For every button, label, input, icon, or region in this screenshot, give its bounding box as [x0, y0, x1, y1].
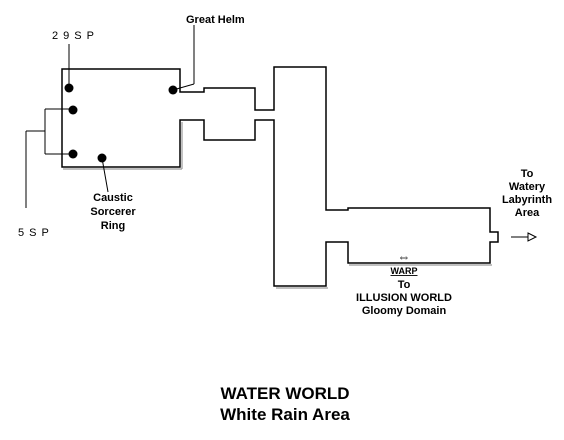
illusion-label-line3: Gloomy Domain — [362, 305, 447, 317]
item-dot-icon — [64, 83, 74, 93]
item-dot-icon — [68, 105, 78, 115]
item-dot-icon — [68, 149, 78, 159]
map-title: WATER WORLD — [220, 384, 349, 403]
watery-label-line4: Area — [515, 207, 540, 219]
map-subtitle: White Rain Area — [220, 405, 350, 424]
exit-arrow-icon — [511, 232, 538, 242]
illusion-label-line2: ILLUSION WORLD — [356, 292, 452, 304]
watery-label-line1: To — [521, 168, 534, 180]
warp-arrow-icon: ⇔ — [398, 249, 411, 264]
sp-5-label: 5SP — [18, 227, 54, 239]
illusion-label-line1: To — [398, 279, 411, 291]
caustic-label-line1: Caustic — [93, 192, 133, 204]
watery-label-line3: Labyrinth — [502, 194, 552, 206]
item-dots — [64, 83, 178, 163]
sp-bracket — [25, 25, 195, 208]
room-outline — [61, 66, 499, 287]
map-outline — [61, 66, 499, 287]
sp-29-label: 29SP — [52, 30, 99, 42]
item-dot-icon — [168, 85, 178, 95]
watery-label-line2: Watery — [509, 181, 546, 193]
caustic-label-line2: Sorcerer — [90, 206, 136, 218]
warp-label: WARP — [391, 266, 418, 276]
map-shadow — [63, 122, 492, 289]
great-helm-label: Great Helm — [186, 14, 245, 26]
caustic-label-line3: Ring — [101, 220, 125, 232]
item-dot-icon — [97, 153, 107, 163]
